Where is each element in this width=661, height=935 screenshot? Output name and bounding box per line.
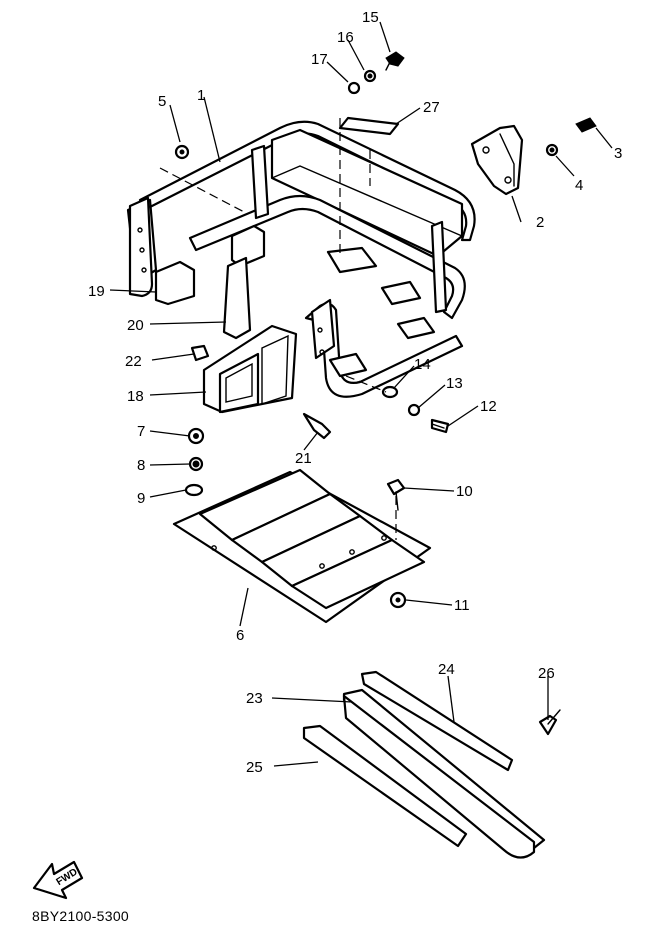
callout-3: 3 [614, 145, 622, 162]
nut-4 [545, 143, 559, 157]
callout-4: 4 [575, 177, 583, 194]
callout-2: 2 [536, 214, 544, 231]
bolt-21 [302, 412, 332, 440]
callout-10: 10 [456, 483, 473, 500]
stay-plate [222, 256, 252, 340]
nut-8 [188, 456, 204, 472]
callout-24: 24 [438, 661, 455, 678]
callout-6: 6 [236, 627, 244, 644]
nut-13 [407, 403, 421, 417]
callout-14: 14 [414, 356, 431, 373]
callout-16: 16 [337, 29, 354, 46]
side-panel-strip-upper [360, 670, 514, 772]
callout-9: 9 [137, 490, 145, 507]
callout-22: 22 [125, 353, 142, 370]
callout-1: 1 [197, 87, 205, 104]
rivet-26 [538, 709, 561, 736]
nut-5 [174, 144, 190, 160]
nut-16 [363, 69, 377, 83]
bolt-3 [575, 117, 597, 133]
callout-5: 5 [158, 93, 166, 110]
washer-14 [381, 385, 399, 399]
label-sticker [338, 116, 400, 136]
callout-20: 20 [127, 317, 144, 334]
nut-11 [389, 591, 407, 609]
callout-12: 12 [480, 398, 497, 415]
nut-22 [190, 344, 210, 362]
side-panel-strip-lower [302, 724, 468, 848]
washer-9 [184, 483, 204, 497]
callout-15: 15 [362, 9, 379, 26]
callout-23: 23 [246, 690, 263, 707]
latch-bracket [470, 124, 524, 196]
leader-lines [109, 21, 613, 767]
callout-25: 25 [246, 759, 263, 776]
side-cover [202, 324, 298, 414]
callout-7: 7 [137, 423, 145, 440]
callout-21: 21 [295, 450, 312, 467]
callout-17: 17 [311, 51, 328, 68]
washer-17 [347, 81, 361, 95]
callout-8: 8 [137, 457, 145, 474]
nut-7 [187, 427, 205, 445]
callout-13: 13 [446, 375, 463, 392]
forward-arrow-icon: FWD [32, 860, 84, 900]
bolt-15 [385, 51, 405, 71]
side-panel-large-body [342, 694, 536, 859]
callout-26: 26 [538, 665, 555, 682]
bolt-10 [386, 478, 406, 511]
callout-18: 18 [127, 388, 144, 405]
callout-11: 11 [454, 597, 470, 614]
drawing-code: 8BY2100-5300 [32, 908, 130, 924]
callout-19: 19 [88, 283, 105, 300]
floor-panel [172, 468, 432, 624]
bolt-12 [430, 418, 450, 434]
callout-27: 27 [423, 99, 440, 116]
rack-frame [126, 120, 476, 398]
